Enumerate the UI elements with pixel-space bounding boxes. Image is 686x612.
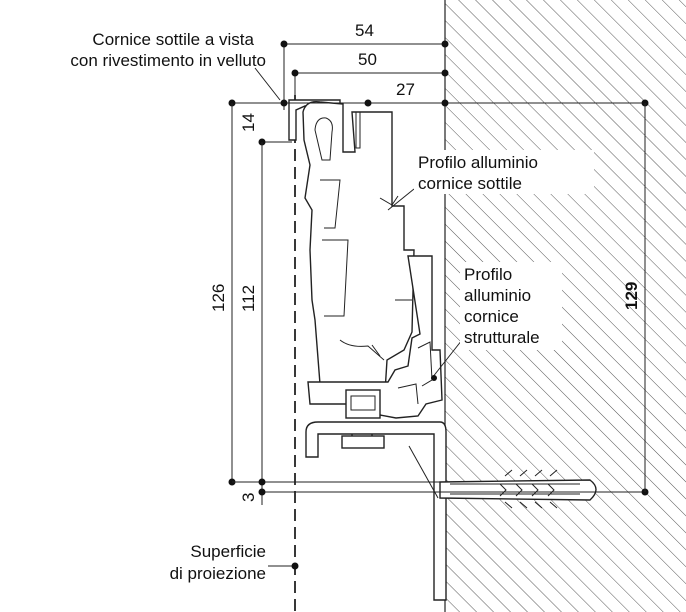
dim-14: 14 [239,113,258,132]
label-profilo-strutturale-line2: alluminio [464,286,531,305]
label-profilo-strutturale-line3: cornice [464,307,519,326]
dim-129: 129 [622,282,641,310]
label-profilo-strutturale-line4: strutturale [464,328,540,347]
mounting-bolt [341,389,385,449]
thin-frame-profile [302,101,415,398]
wall-anchor [439,469,597,509]
dim-112: 112 [239,285,258,312]
l-bracket [305,421,447,601]
label-cornice-line2: con rivestimento in velluto [70,51,266,70]
dim-3: 3 [239,493,258,502]
callout-labels: Cornice sottile a vista con rivestimento… [70,30,594,583]
dim-50: 50 [358,50,377,69]
dim-27: 27 [396,80,415,99]
label-superficie-line2: di proiezione [170,564,266,583]
label-profilo-sottile-line2: cornice sottile [418,174,522,193]
label-cornice-line1: Cornice sottile a vista [92,30,254,49]
dim-126: 126 [209,284,228,312]
dimension-lines [228,40,649,567]
dim-54: 54 [355,21,374,40]
label-profilo-sottile-line1: Profilo alluminio [418,153,538,172]
label-profilo-strutturale-line1: Profilo [464,265,512,284]
label-superficie-line1: Superficie [190,542,266,561]
dimension-labels: 54 50 27 14 126 112 3 129 [209,21,641,502]
